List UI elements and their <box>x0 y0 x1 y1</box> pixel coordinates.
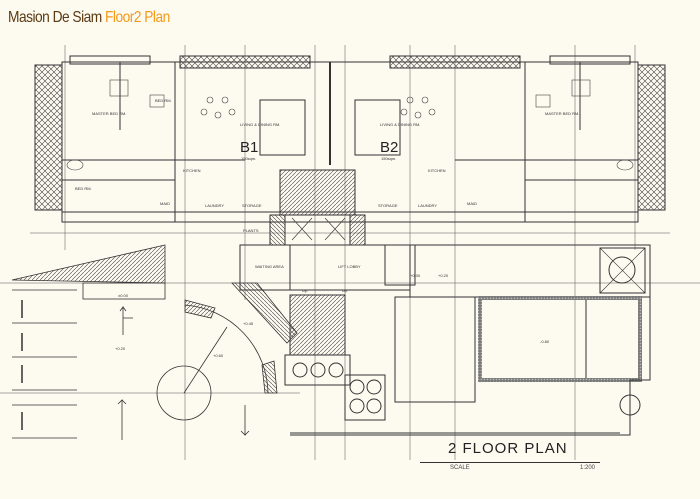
level-porch: +0.45 <box>243 321 254 326</box>
unit-b2-code: B2 <box>380 139 398 156</box>
label-bed-left: BED RM. <box>155 98 172 103</box>
level-pool: -0.80 <box>540 339 550 344</box>
label-maid-right: MAID <box>467 201 477 206</box>
label-master-bed-right: MASTER BED RM. <box>545 111 579 116</box>
level-parking: +0.20 <box>115 346 126 351</box>
unit-b1-room: LIVING & DINING RM. <box>240 122 280 127</box>
label-master-bed-left: MASTER BED RM. <box>92 111 126 116</box>
unit-b1-area: 150sqm. <box>241 156 256 161</box>
lobby-level <box>239 244 651 436</box>
label-up-right: Up. <box>342 288 348 293</box>
label-plants: PLANTS <box>243 228 259 233</box>
title-floor: Floor2 Plan <box>105 9 170 26</box>
label-kitchen-right: KITCHEN <box>428 168 446 173</box>
page-title: Masion De Siam Floor2 Plan <box>8 9 170 27</box>
unit-b2-room: LIVING & DINING RM. <box>380 122 420 127</box>
label-laundry-right: LAUNDRY <box>418 203 437 208</box>
scale-label: SCALE <box>450 465 470 471</box>
level-lobby-a: +0.30 <box>410 273 421 278</box>
level-lobby-b: +0.20 <box>438 273 449 278</box>
label-kitchen-left: KITCHEN <box>183 168 201 173</box>
scale-value: 1:200 <box>580 465 596 471</box>
unit-b2-area: 150sqm. <box>381 156 396 161</box>
driveway <box>11 244 298 440</box>
label-storage-right: STORAGE <box>378 203 398 208</box>
label-storage-left: STORAGE <box>242 203 262 208</box>
level-drive: +0.60 <box>213 353 224 358</box>
label-bed-lower-left: BED RM. <box>75 186 92 191</box>
title-underline <box>420 462 600 463</box>
level-ramp: ±0.00 <box>118 293 129 298</box>
unit-b1-code: B1 <box>240 139 258 156</box>
label-maid-left: MAID <box>160 201 170 206</box>
label-waiting-area: WAITING AREA <box>255 264 284 269</box>
title-project: Masion De Siam <box>8 9 102 26</box>
residential-block <box>34 55 666 246</box>
drawing-title: 2 FLOOR PLAN <box>448 440 568 457</box>
label-laundry-left: LAUNDRY <box>205 203 224 208</box>
structural-grid <box>0 45 700 460</box>
furniture <box>66 79 634 171</box>
label-up-left: Up. <box>302 288 308 293</box>
label-lift-lobby: LIFT LOBBY <box>338 264 361 269</box>
